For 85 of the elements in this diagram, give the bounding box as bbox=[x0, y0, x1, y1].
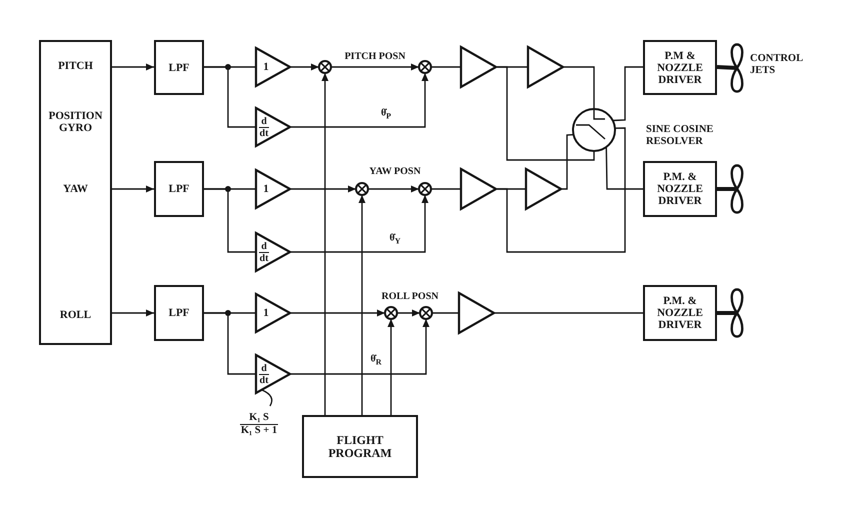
formula-numerator: K₁ S bbox=[249, 412, 269, 424]
signal-line bbox=[431, 66, 460, 68]
signal-line bbox=[717, 187, 737, 191]
signal-arrow bbox=[322, 73, 328, 415]
signal-arrow bbox=[358, 195, 366, 415]
block-label: P.M. & NOZZLE DRIVER bbox=[656, 295, 704, 331]
block-label: FLIGHT PROGRAM bbox=[327, 434, 393, 460]
signal-arrow bbox=[291, 64, 319, 70]
summing-junction bbox=[384, 306, 398, 320]
gain-triangle bbox=[255, 169, 291, 209]
signal-arrow bbox=[331, 64, 419, 70]
signal-line bbox=[564, 66, 595, 109]
fraction-numerator: d bbox=[261, 240, 267, 252]
differentiator-triangle bbox=[255, 232, 291, 272]
fraction-numerator: d bbox=[261, 362, 267, 374]
signal-arrow bbox=[291, 186, 356, 192]
signal-arrow bbox=[291, 319, 430, 375]
summing-junction bbox=[419, 306, 433, 320]
signal-line bbox=[495, 312, 643, 314]
propeller-icon bbox=[729, 43, 745, 93]
summing-junction bbox=[418, 182, 432, 196]
summing-junction bbox=[318, 60, 332, 74]
gain-triangle bbox=[255, 293, 291, 333]
driver-box bbox=[643, 285, 717, 341]
signal-arrow bbox=[112, 310, 154, 316]
differentiator-triangle bbox=[255, 107, 291, 147]
signal-arrow bbox=[112, 186, 154, 192]
driver-box bbox=[643, 40, 717, 95]
propeller-icon bbox=[729, 288, 745, 338]
signal-line bbox=[204, 66, 255, 128]
resolver-circle bbox=[572, 108, 616, 152]
jet-caption: CONTROL JETS bbox=[750, 53, 804, 77]
signal-arrow bbox=[291, 310, 385, 316]
program-box bbox=[302, 415, 418, 478]
amplifier-triangle bbox=[460, 168, 497, 210]
gain-value: 1 bbox=[263, 61, 269, 73]
resolver-caption: SINE COSINE RESOLVER bbox=[646, 124, 714, 148]
signal-line bbox=[497, 127, 626, 253]
signal-arrow bbox=[388, 319, 394, 415]
leader-line bbox=[262, 389, 272, 406]
signal-line bbox=[497, 66, 595, 161]
signal-arrow bbox=[397, 310, 420, 316]
block-label: P.M & NOZZLE DRIVER bbox=[656, 50, 704, 86]
channel-label: ROLL bbox=[60, 309, 92, 321]
summing-junction bbox=[355, 182, 369, 196]
signal-line bbox=[204, 188, 255, 253]
driver-box bbox=[643, 161, 717, 217]
differentiator-triangle bbox=[255, 354, 291, 394]
filter-box bbox=[154, 161, 204, 217]
filter-box bbox=[154, 285, 204, 341]
block-label: LPF bbox=[168, 183, 190, 195]
amplifier-triangle bbox=[460, 46, 497, 88]
amplifier-triangle bbox=[527, 46, 564, 88]
signal-line bbox=[606, 146, 643, 190]
summing-junction bbox=[418, 60, 432, 74]
block-label: LPF bbox=[168, 62, 190, 74]
propeller-icon bbox=[729, 164, 745, 214]
fraction-denominator: dt bbox=[258, 252, 270, 264]
signal-line bbox=[562, 134, 574, 190]
fraction-denominator: dt bbox=[258, 374, 270, 386]
gain-value: 1 bbox=[263, 183, 269, 195]
channel-label: PITCH bbox=[58, 60, 93, 72]
signal-arrow bbox=[368, 186, 419, 192]
fraction-denominator: dt bbox=[258, 126, 270, 138]
amplifier-triangle bbox=[525, 168, 562, 210]
gain-triangle bbox=[255, 47, 291, 87]
amplifier-triangle bbox=[458, 292, 495, 334]
channel-label: YAW bbox=[63, 183, 88, 195]
signal-line bbox=[716, 65, 738, 70]
block-label: P.M. & NOZZLE DRIVER bbox=[656, 171, 704, 207]
block-label: LPF bbox=[168, 307, 190, 319]
signal-line bbox=[612, 66, 643, 122]
gyro-box bbox=[39, 40, 112, 345]
signal-line bbox=[204, 312, 255, 375]
signal-arrow bbox=[112, 64, 154, 70]
gain-value: 1 bbox=[263, 307, 269, 319]
filter-box bbox=[154, 40, 204, 95]
fraction-numerator: d bbox=[261, 116, 267, 126]
signal-line bbox=[431, 188, 460, 190]
signal-arrow bbox=[291, 73, 428, 128]
formula-denominator: K₁ S + 1 bbox=[240, 424, 278, 436]
signal-arrow bbox=[291, 195, 428, 253]
signal-line bbox=[717, 311, 737, 315]
block-title: POSITION GYRO bbox=[48, 110, 104, 134]
signal-line bbox=[432, 312, 458, 314]
